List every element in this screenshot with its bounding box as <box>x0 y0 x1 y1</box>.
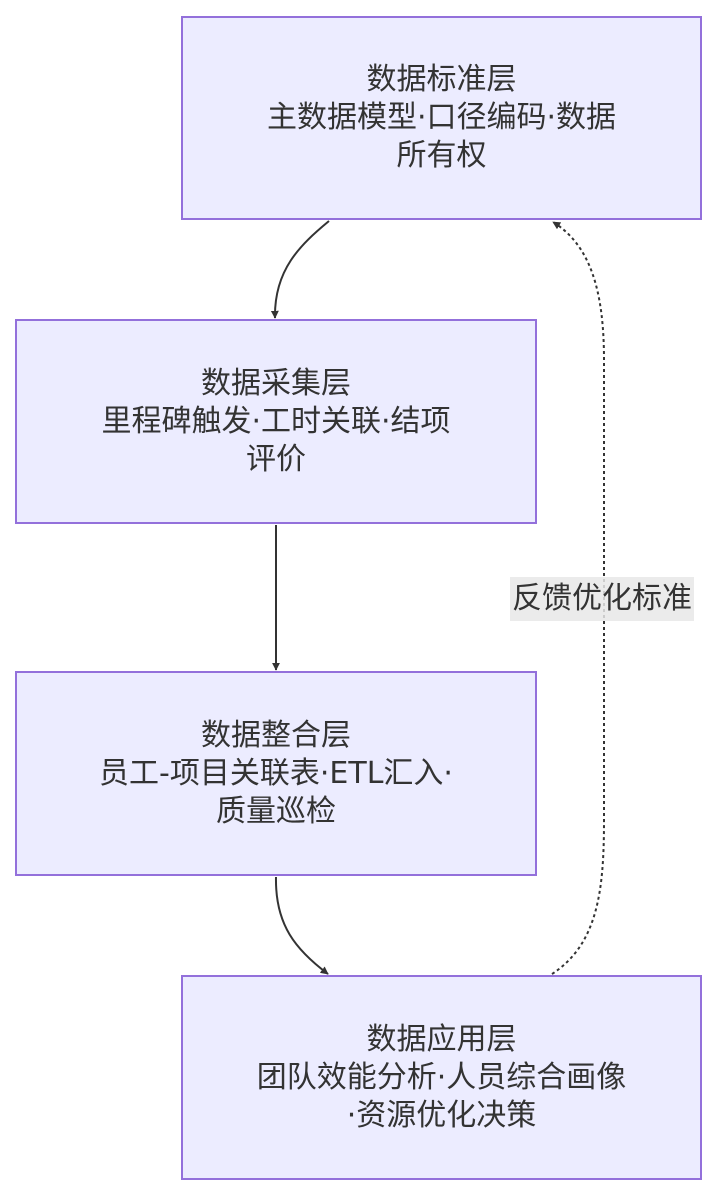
node-data-collection-layer: 数据采集层 里程碑触发·工时关联·结项 评价 <box>15 319 537 524</box>
node-line: 评价 <box>245 441 306 477</box>
edge-feedback-application-to-standard <box>551 221 605 975</box>
node-line: 员工-项目关联表·ETL汇入· <box>99 755 453 791</box>
node-line: 团队效能分析·人员综合画像 <box>256 1059 627 1095</box>
node-title: 数据应用层 <box>366 1021 517 1057</box>
node-data-standard-layer: 数据标准层 主数据模型·口径编码·数据 所有权 <box>181 16 702 220</box>
feedback-edge-label: 反馈优化标准 <box>510 577 694 621</box>
node-line: 所有权 <box>396 138 487 173</box>
node-line: 里程碑触发·工时关联·结项 <box>101 403 451 439</box>
edge-standard-to-collection <box>270 220 330 319</box>
node-title: 数据标准层 <box>366 62 517 97</box>
node-title: 数据整合层 <box>201 717 351 753</box>
node-title: 数据采集层 <box>200 365 351 401</box>
node-line: 质量巡检 <box>216 793 336 829</box>
node-line: ·资源优化决策 <box>346 1097 537 1133</box>
node-data-integration-layer: 数据整合层 员工-项目关联表·ETL汇入· 质量巡检 <box>15 671 537 876</box>
edge-integration-to-application <box>274 876 329 975</box>
node-line: 主数据模型·口径编码·数据 <box>266 100 617 135</box>
node-data-application-layer: 数据应用层 团队效能分析·人员综合画像 ·资源优化决策 <box>181 975 702 1180</box>
